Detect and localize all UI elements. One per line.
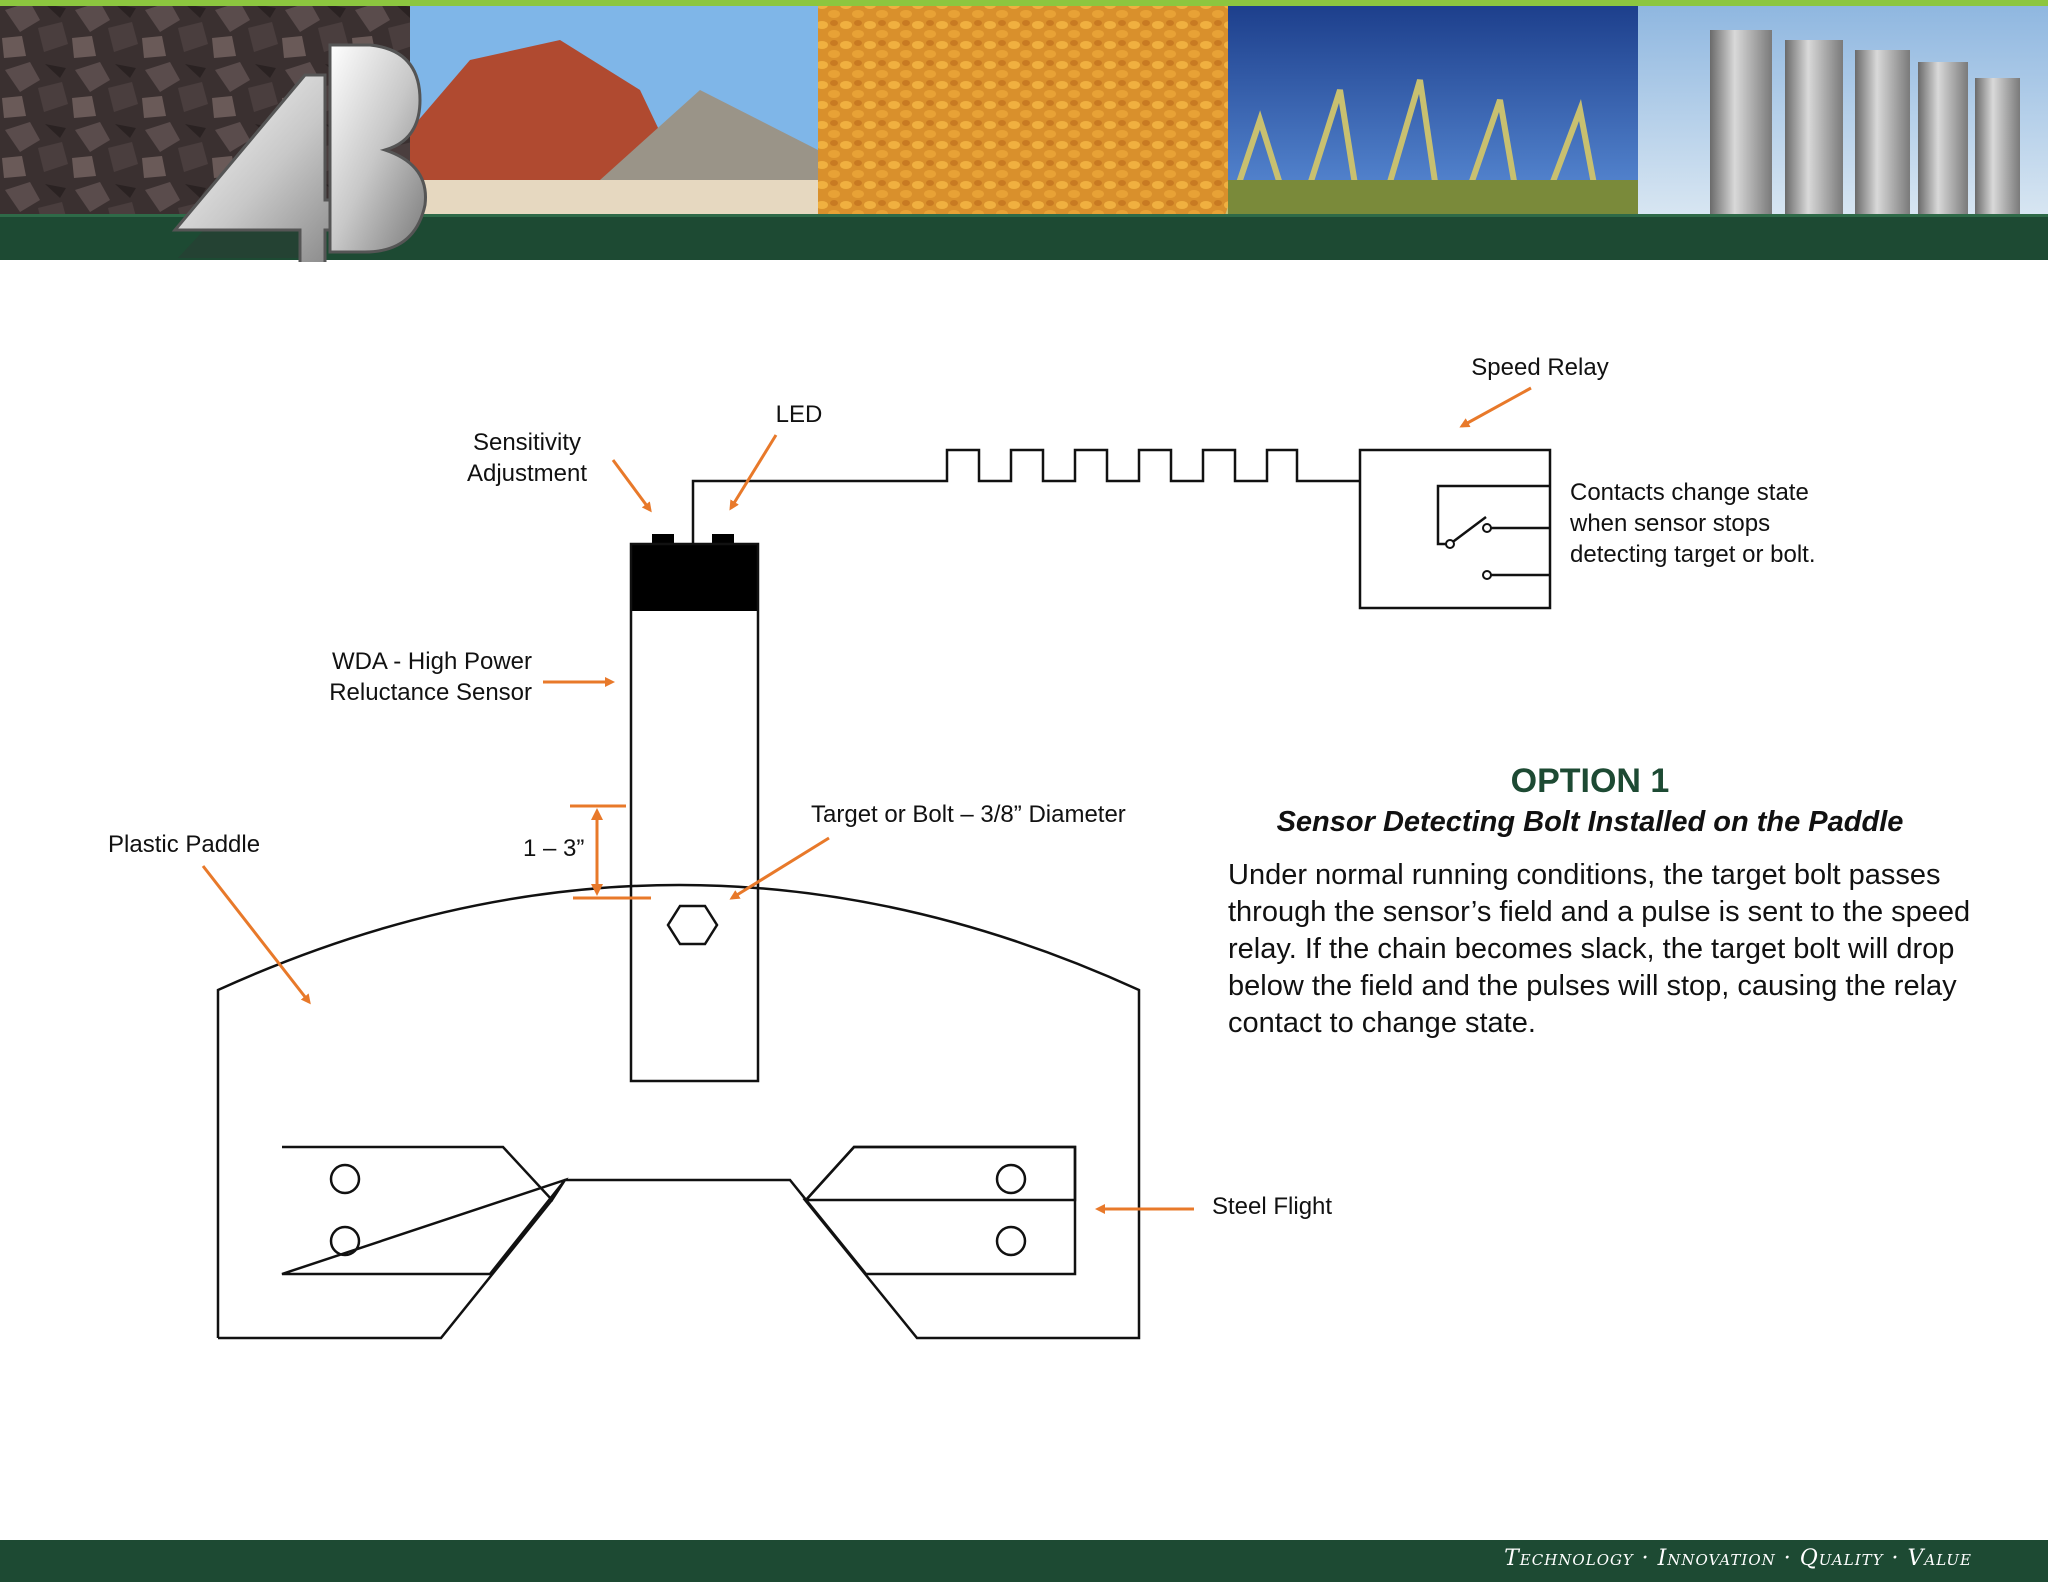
- sensitivity-label-line1: Sensitivity: [473, 429, 581, 456]
- footer-bar: Technology · Innovation · Quality · Valu…: [0, 1540, 2048, 1582]
- reluctance-sensor: [629, 534, 760, 1083]
- contacts-label-line2: when sensor stops: [1569, 510, 1770, 537]
- gap-label: 1 – 3”: [523, 835, 584, 862]
- logo-4b: [171, 43, 427, 262]
- option-subtitle: Sensor Detecting Bolt Installed on the P…: [1276, 806, 1904, 838]
- plastic-paddle-drawing: [216, 883, 1141, 1340]
- speed-relay: [1358, 448, 1552, 610]
- silos-photo: [1638, 6, 2048, 216]
- corn-photo: [818, 6, 1228, 216]
- plastic-paddle-label: Plastic Paddle: [108, 831, 260, 858]
- sensitivity-label-line2: Adjustment: [467, 460, 587, 487]
- sensor-diagram: Speed Relay LED Sensitivity Adjustment C…: [108, 354, 1815, 1340]
- sensor-label-line1: WDA - High Power: [332, 648, 532, 675]
- speed-relay-label: Speed Relay: [1471, 354, 1608, 381]
- sensor-label-line2: Reluctance Sensor: [329, 679, 532, 706]
- pulse-signal-wire: [691, 448, 1360, 544]
- steel-flight-drawing: [281, 1145, 1077, 1276]
- contacts-label-line1: Contacts change state: [1570, 479, 1809, 506]
- header-banner: [0, 0, 2048, 262]
- footer-tagline: Technology · Innovation · Quality · Valu…: [1504, 1546, 1972, 1571]
- led-label: LED: [776, 401, 823, 428]
- gravel-photo: [410, 6, 818, 216]
- contacts-label-line3: detecting target or bolt.: [1570, 541, 1815, 568]
- target-bolt-label: Target or Bolt – 3/8” Diameter: [811, 801, 1126, 828]
- option-title: OPTION 1: [1510, 762, 1670, 800]
- callout-arrows: [201, 386, 1532, 1214]
- option-description: Under normal running conditions, the tar…: [1228, 859, 1971, 1039]
- gap-dimension: [570, 804, 651, 900]
- steel-flight-label: Steel Flight: [1212, 1193, 1332, 1220]
- wheat-photo: [1225, 6, 1638, 218]
- target-bolt-hexagon: [666, 904, 719, 946]
